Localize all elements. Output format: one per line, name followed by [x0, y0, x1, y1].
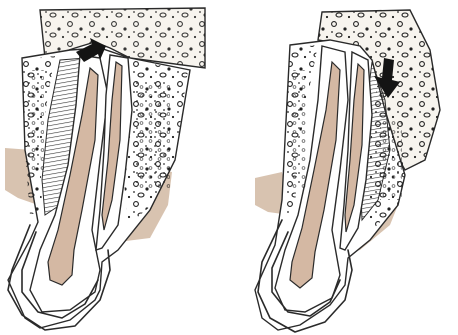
left-panel [5, 8, 205, 330]
right-panel [255, 10, 440, 332]
